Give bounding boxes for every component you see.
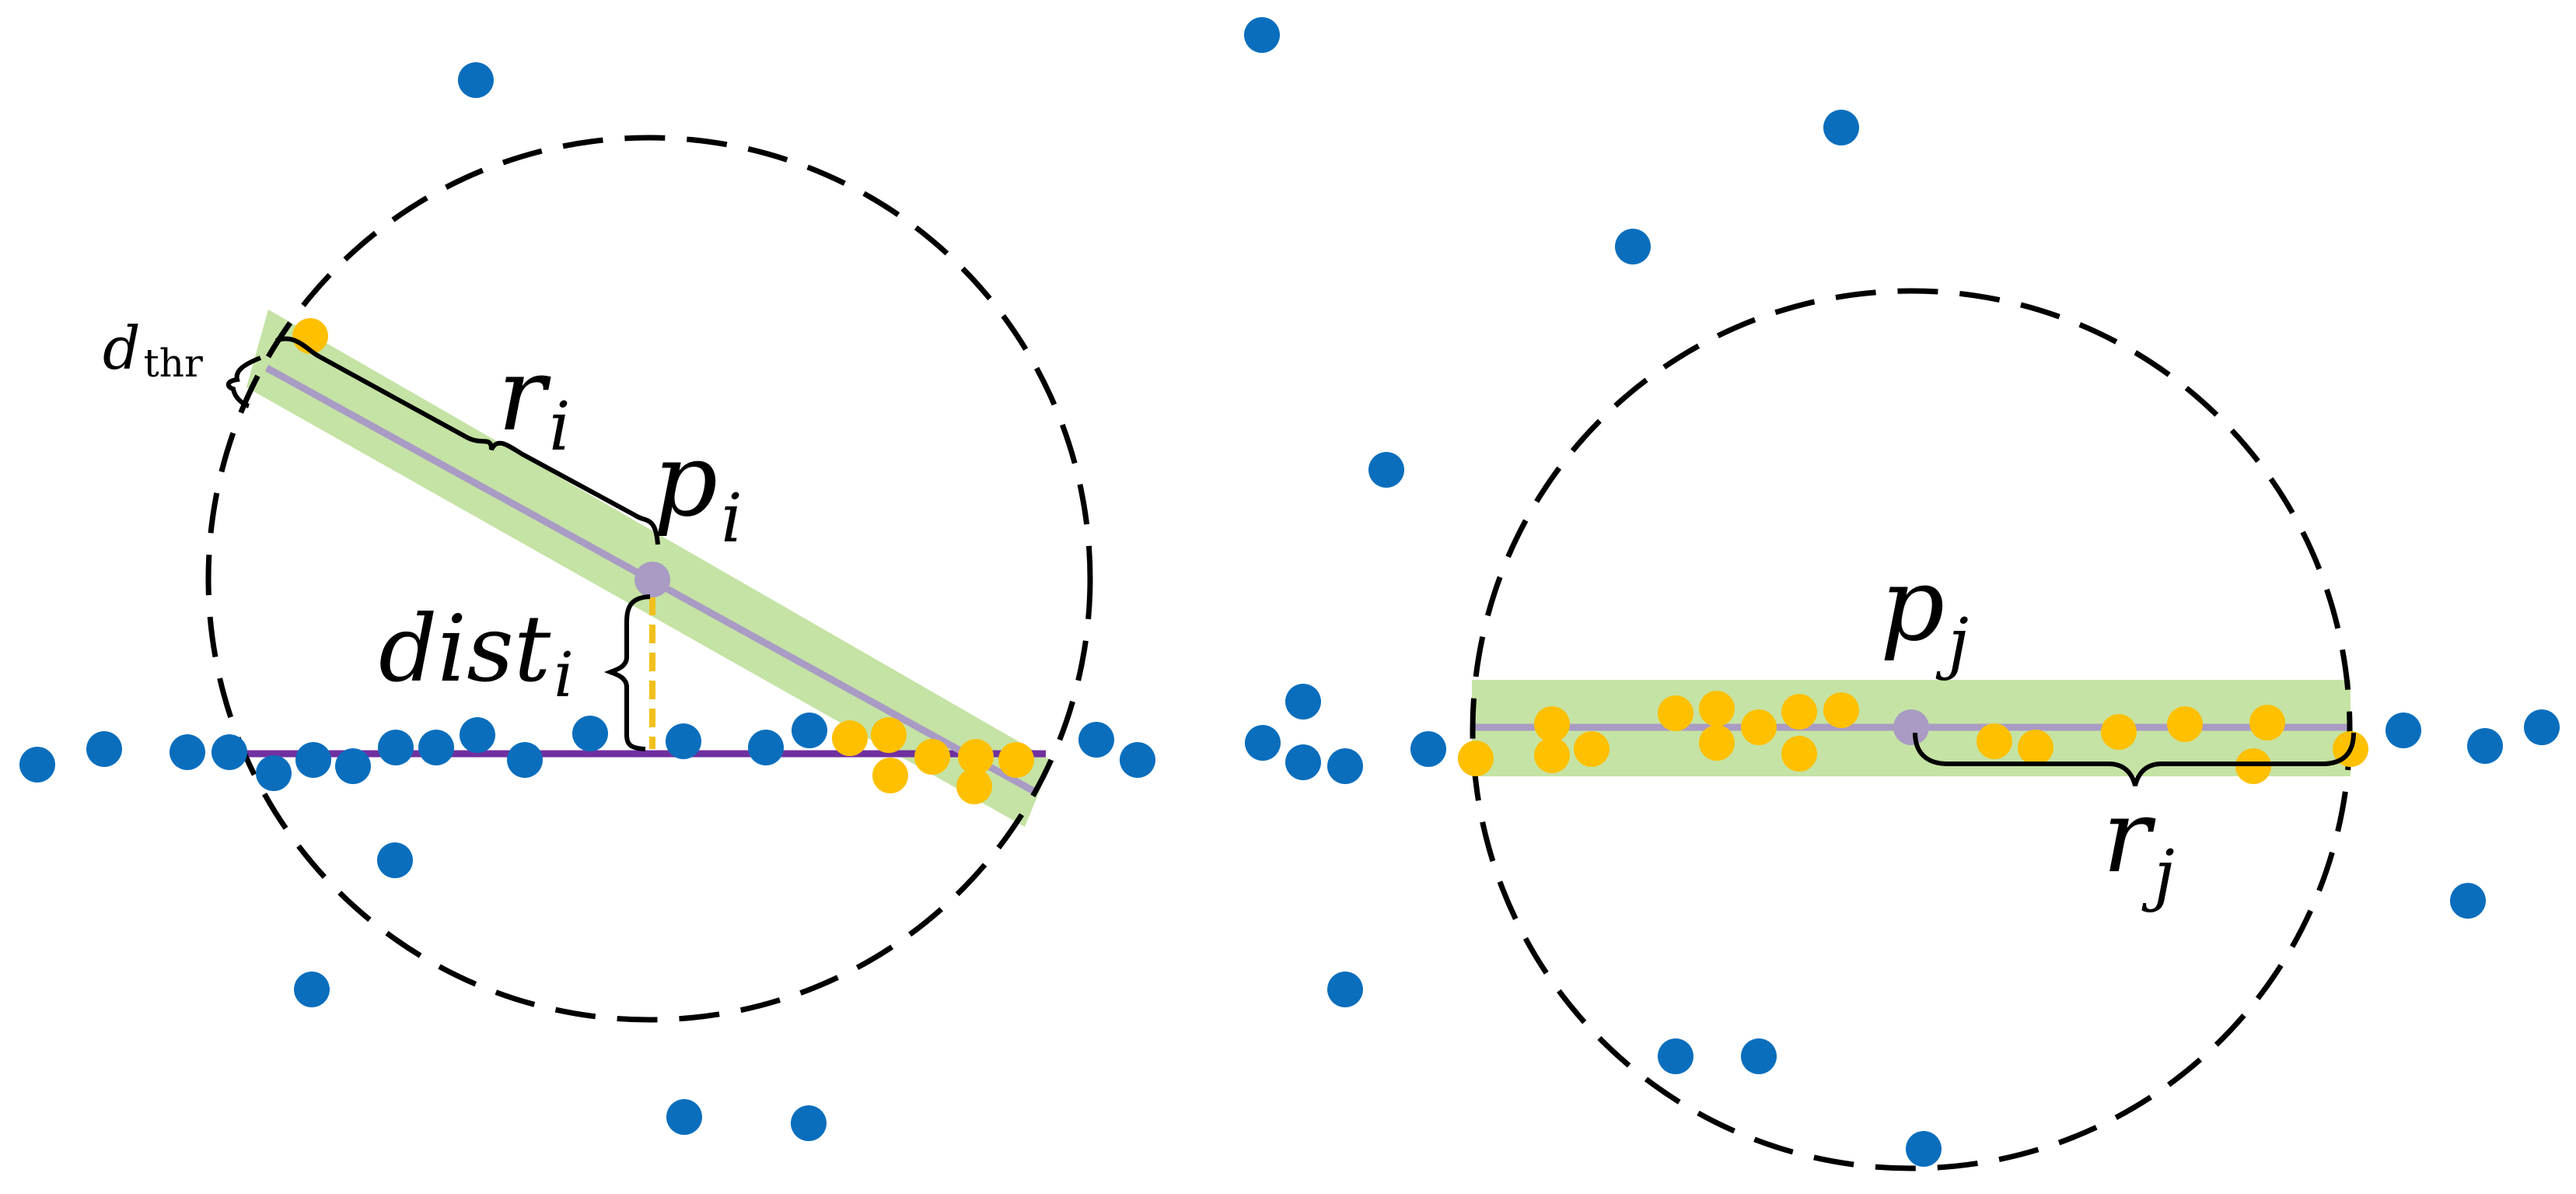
- inlier-point: [1741, 709, 1777, 745]
- left-center-point: [634, 562, 670, 597]
- outlier-point: [1244, 17, 1280, 53]
- inlier-point: [1781, 694, 1817, 730]
- outlier-point: [1245, 725, 1281, 761]
- outlier-point: [1658, 1038, 1693, 1074]
- inlier-point: [1781, 736, 1817, 772]
- inlier-point: [1574, 731, 1610, 767]
- inlier-point: [1977, 723, 2012, 759]
- outlier-point: [460, 717, 495, 753]
- outlier-point: [1327, 972, 1363, 1007]
- inlier-point: [1699, 691, 1735, 727]
- outlier-point: [748, 730, 784, 765]
- right-panel: pj rj: [1244, 17, 2560, 1171]
- inlier-point: [1823, 692, 1859, 728]
- left-inlier-points: [292, 318, 1034, 804]
- inlier-point: [914, 739, 950, 775]
- inlier-point: [1458, 741, 1494, 776]
- outlier-point: [86, 731, 122, 767]
- inlier-point: [1534, 737, 1570, 773]
- left-panel: dthr ri pi disti: [19, 62, 1155, 1141]
- outlier-point: [378, 730, 414, 765]
- r-j-label: r: [2102, 777, 2156, 895]
- inlier-point: [2249, 705, 2285, 741]
- inlier-point: [2167, 706, 2203, 742]
- svg-text:ri: ri: [498, 335, 571, 466]
- outlier-point: [507, 742, 543, 778]
- outlier-point: [1823, 110, 1859, 145]
- svg-text:dthr: dthr: [103, 313, 203, 386]
- outlier-point: [19, 747, 55, 783]
- svg-text:rj: rj: [2102, 777, 2175, 914]
- d-thr-label: d: [103, 313, 141, 383]
- right-outlier-points: [1244, 17, 2560, 1167]
- r-i-brace: [274, 336, 660, 545]
- p-j-label: p: [1880, 545, 1945, 664]
- inlier-point: [872, 758, 908, 793]
- dist-i-brace: [603, 594, 651, 751]
- r-i-subscript: i: [549, 388, 571, 466]
- left-outlier-points: [19, 62, 1155, 1141]
- outlier-point: [294, 972, 330, 1007]
- svg-text:pi: pi: [653, 421, 743, 558]
- r-j-brace: [1913, 732, 2356, 786]
- outlier-point: [1285, 744, 1321, 780]
- svg-text:pj: pj: [1880, 545, 1969, 682]
- outlier-point: [2386, 713, 2421, 748]
- outlier-point: [211, 734, 247, 770]
- inlier-point: [998, 742, 1034, 778]
- inlier-point: [1658, 695, 1693, 731]
- outlier-point: [256, 755, 292, 791]
- outlier-point: [1285, 684, 1321, 720]
- outlier-point: [335, 748, 371, 784]
- p-i-label: p: [653, 421, 718, 539]
- outlier-point: [1906, 1131, 1942, 1167]
- inlier-point: [958, 739, 994, 775]
- outlier-point: [666, 723, 701, 759]
- outlier-point: [572, 716, 608, 751]
- left-search-circle: [205, 135, 1093, 1023]
- inlier-point: [956, 769, 992, 804]
- outlier-point: [792, 713, 827, 748]
- outlier-point: [377, 842, 413, 878]
- outlier-point: [1120, 742, 1155, 778]
- p-i-subscript: i: [721, 480, 743, 558]
- outlier-point: [1741, 1038, 1777, 1074]
- outlier-point: [2450, 883, 2486, 919]
- outlier-point: [2467, 728, 2503, 764]
- outlier-point: [666, 1099, 702, 1135]
- outlier-point: [1327, 748, 1363, 784]
- inlier-point: [1699, 725, 1735, 761]
- dist-i-subscript: i: [554, 639, 574, 711]
- inlier-point: [832, 720, 868, 756]
- outlier-point: [1615, 229, 1651, 264]
- d-thr-brace: [225, 355, 262, 408]
- r-i-label: r: [498, 335, 551, 453]
- outlier-point: [1368, 452, 1404, 488]
- right-inlier-points: [1458, 691, 2368, 784]
- outlier-point: [791, 1105, 827, 1141]
- inlier-point: [2101, 714, 2137, 750]
- outlier-point: [458, 62, 494, 98]
- dist-i-label: dist: [379, 595, 551, 702]
- outlier-point: [170, 734, 205, 770]
- outlier-point: [2524, 709, 2560, 745]
- outlier-point: [1410, 731, 1446, 767]
- inlier-point: [1534, 706, 1570, 742]
- inlier-point: [2018, 730, 2053, 765]
- right-center-point: [1893, 709, 1929, 745]
- right-search-circle: [1470, 288, 2353, 1171]
- outlier-point: [295, 742, 331, 778]
- inlier-point: [871, 717, 907, 753]
- svg-text:disti: disti: [379, 595, 574, 711]
- outlier-point: [418, 730, 454, 765]
- d-thr-subscript: thr: [144, 341, 203, 386]
- outlier-point: [1078, 722, 1114, 758]
